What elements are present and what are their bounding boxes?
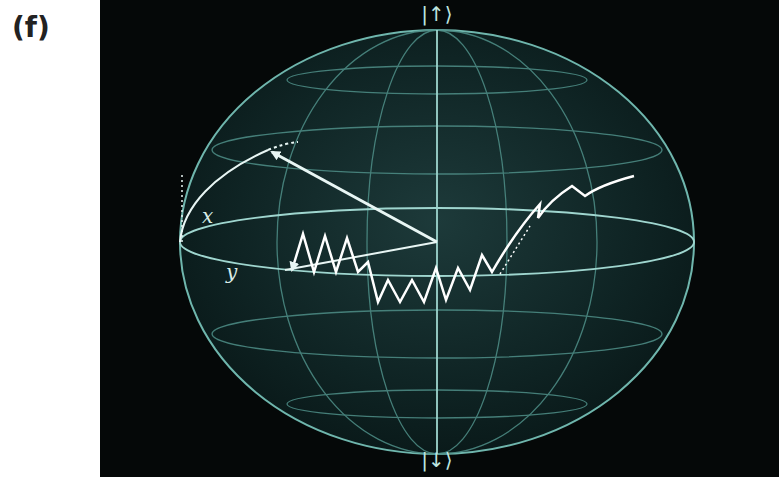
- black-background: [100, 0, 779, 477]
- sphere-grid: [212, 30, 662, 454]
- state-label: |↓⟩: [421, 450, 452, 470]
- state-label: |↑⟩: [421, 4, 452, 24]
- state-vector: [272, 152, 437, 242]
- axis-label: y: [226, 262, 237, 282]
- sphere-outline: [180, 30, 694, 454]
- noisy-trajectory: [292, 176, 634, 302]
- meridian-arc: [180, 150, 268, 242]
- axis-label: x: [202, 206, 213, 226]
- dotted-arc: [268, 142, 298, 150]
- panel-label: (f): [12, 14, 50, 42]
- dotted-drop: [181, 175, 183, 242]
- dotted-trajectory: [500, 226, 530, 274]
